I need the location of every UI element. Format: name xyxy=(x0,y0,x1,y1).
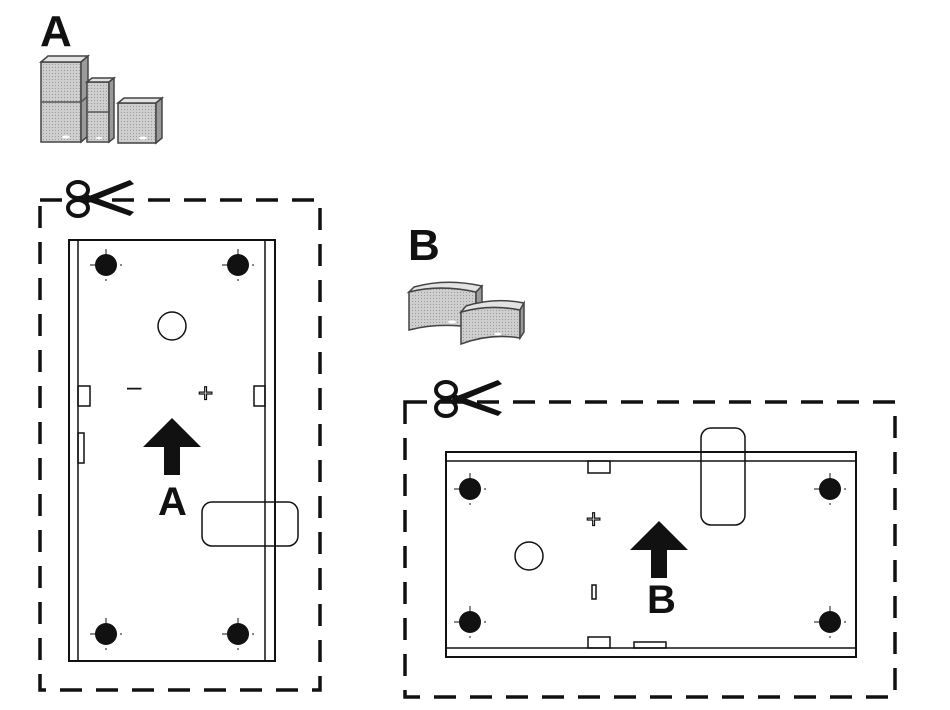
section-b: B xyxy=(405,221,895,697)
section-a: A xyxy=(40,7,320,690)
stacked-speaker xyxy=(41,56,88,142)
section-a-label: A xyxy=(40,7,72,56)
scissors-icon xyxy=(436,380,502,416)
plus-marker: + xyxy=(198,378,213,408)
plus-marker: + xyxy=(586,504,601,534)
arrow-label-b: B xyxy=(647,578,676,622)
cube-speakers-icon xyxy=(41,56,162,143)
scissors-icon xyxy=(68,180,134,216)
horizontal-speakers-icon xyxy=(409,282,524,344)
template-plate-b: + B xyxy=(446,428,856,657)
section-b-label: B xyxy=(408,221,440,270)
template-plate-a: – + A xyxy=(69,240,298,661)
small-horizontal-speaker xyxy=(461,301,524,344)
small-stacked-speaker xyxy=(87,78,114,142)
minus-marker: – xyxy=(127,371,142,401)
single-cube-speaker xyxy=(118,98,162,143)
arrow-label-a: A xyxy=(158,480,187,524)
